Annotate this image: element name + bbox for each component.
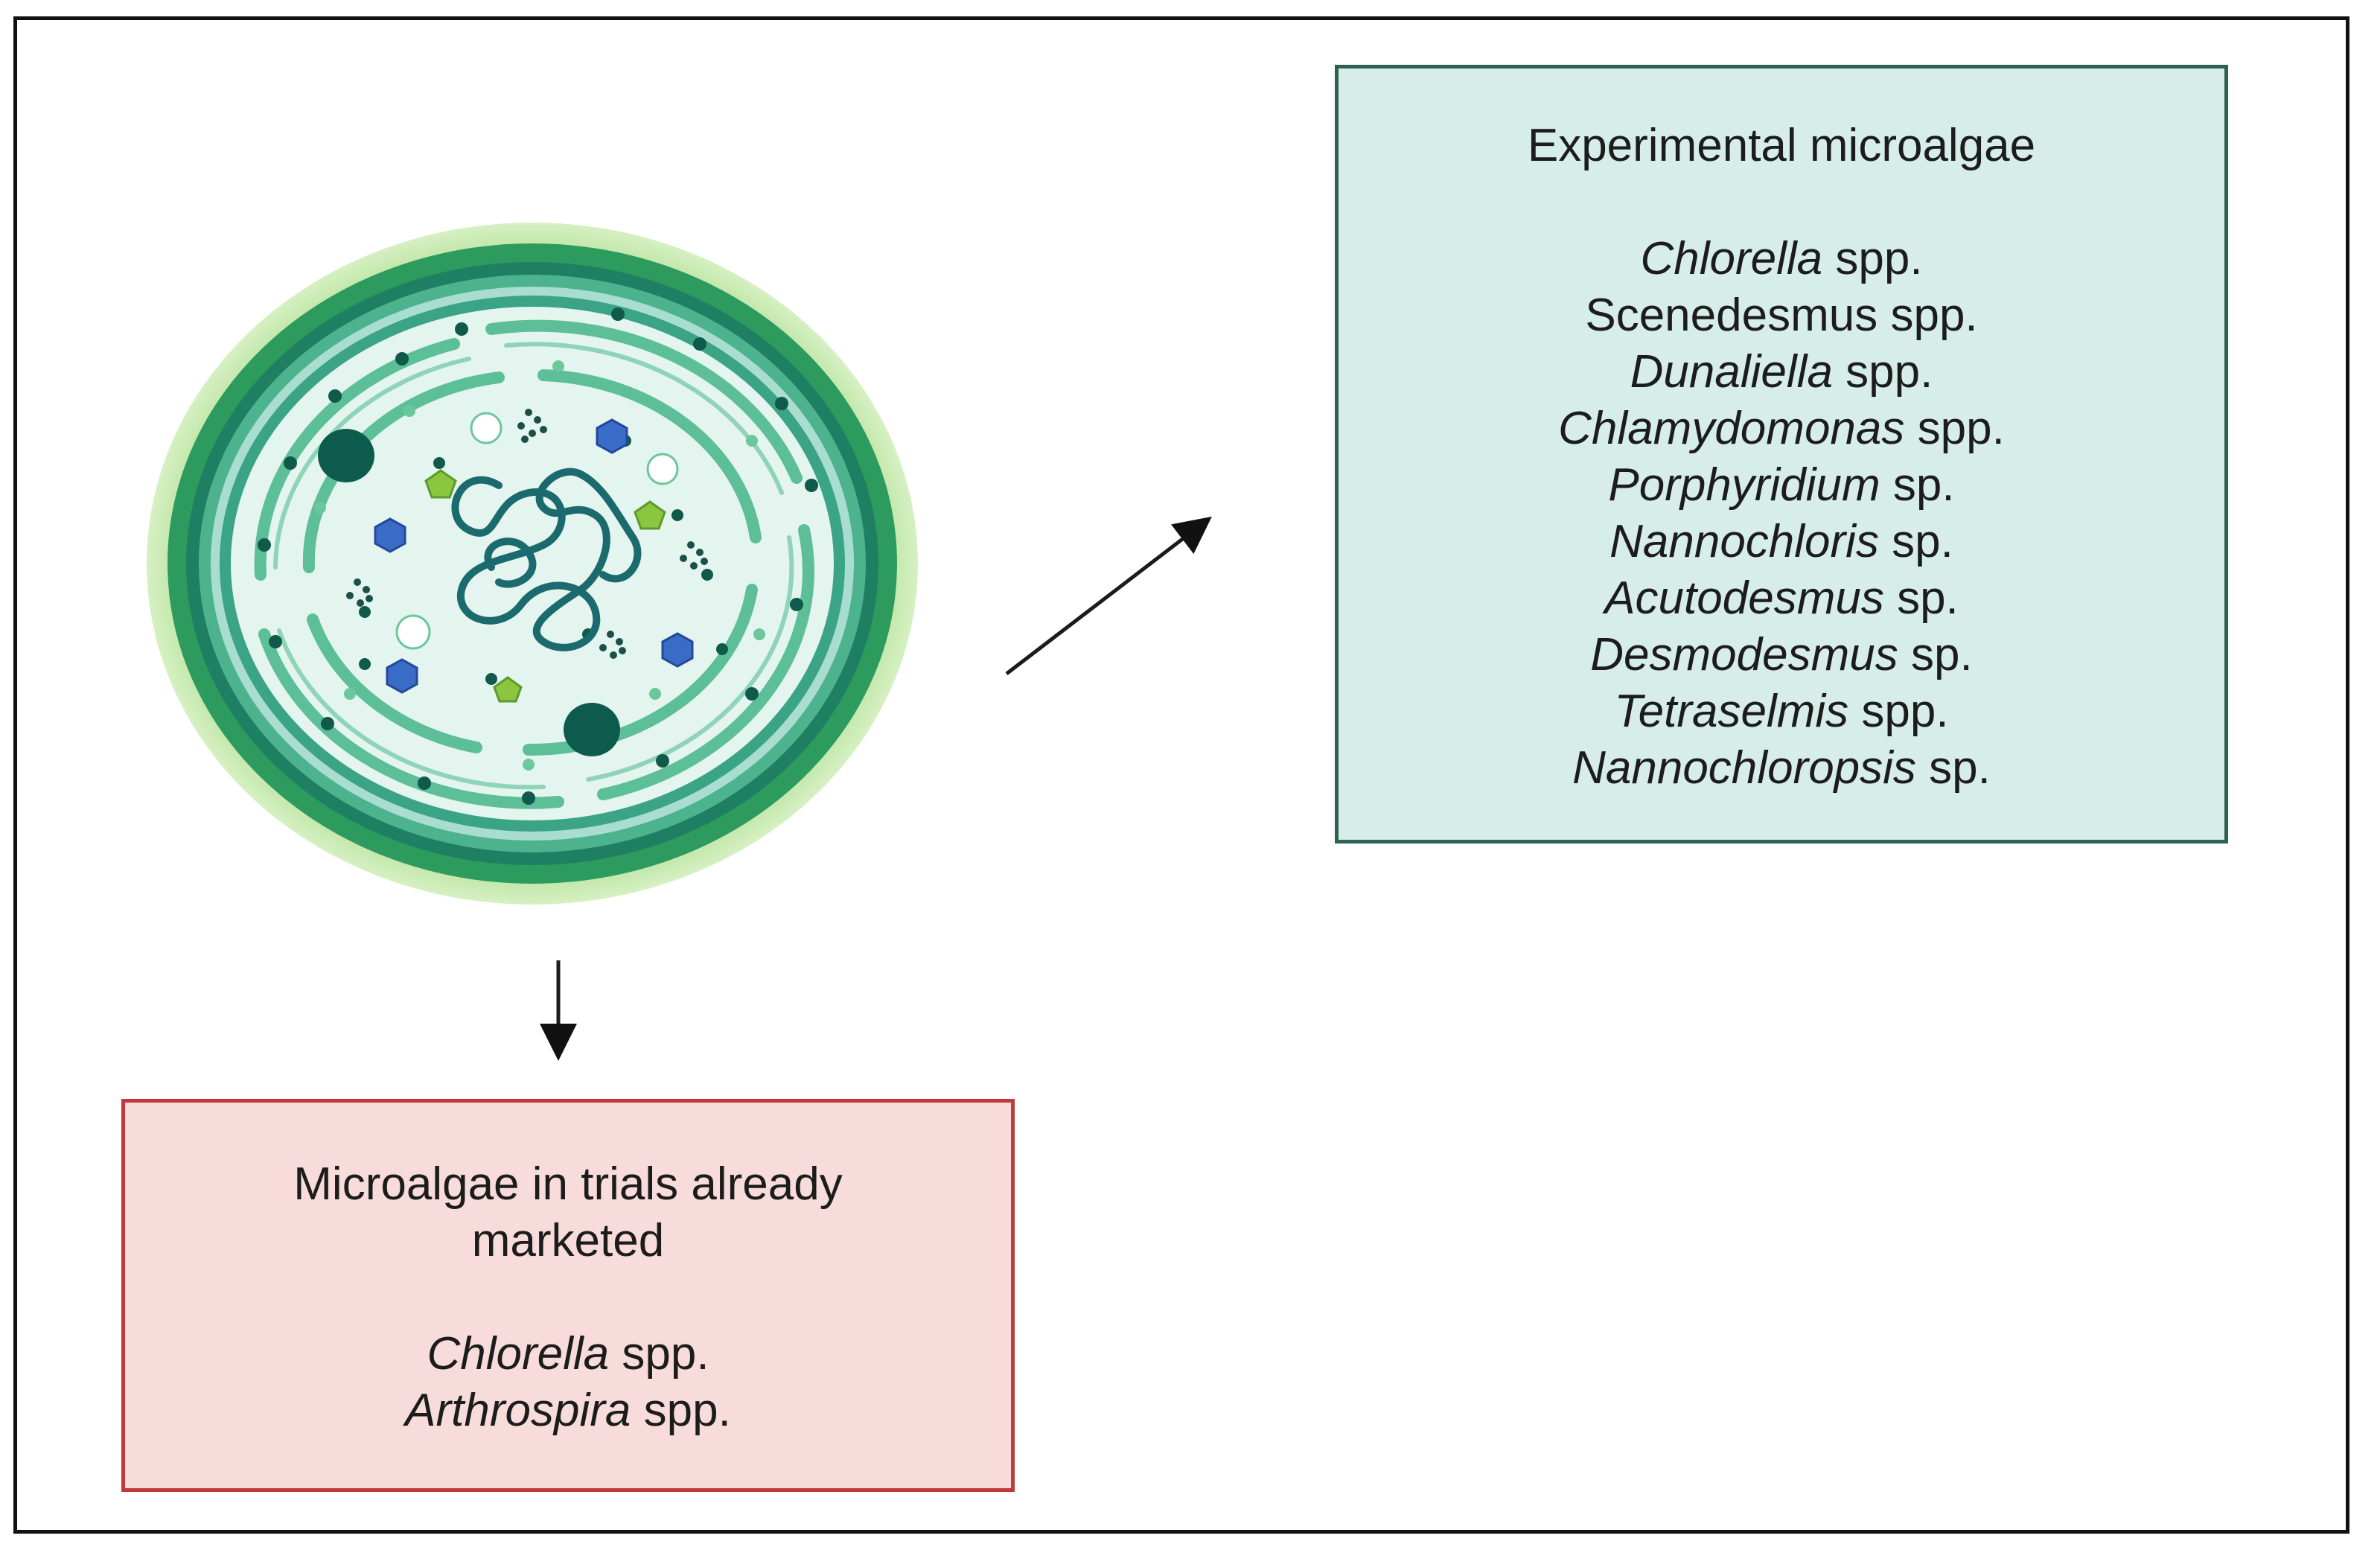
species-genus: Chlorella	[1640, 233, 1823, 284]
species-item: Nannochloropsis sp.	[1339, 740, 2224, 797]
species-item: Chlorella spp.	[125, 1326, 1011, 1382]
experimental-species-list: Chlorella spp.Scenedesmus spp.Dunaliella…	[1339, 231, 2224, 797]
species-genus: Arthrospira	[405, 1385, 631, 1436]
species-item: Tetraselmis spp.	[1339, 683, 2224, 740]
species-genus: Porphyridium	[1608, 459, 1880, 511]
species-suffix: spp.	[1822, 233, 1923, 284]
species-suffix: sp.	[1915, 742, 1991, 794]
species-item: Acutodesmus sp.	[1339, 570, 2224, 627]
species-item: Arthrospira spp.	[125, 1382, 1011, 1439]
microalgae-cell-icon	[147, 223, 918, 905]
species-suffix: spp.	[1877, 290, 1978, 341]
species-item: Nannochloris sp.	[1339, 514, 2224, 570]
species-genus: Tetraselmis	[1614, 686, 1849, 737]
species-genus: Desmodesmus	[1590, 629, 1898, 680]
species-genus: Nannochloropsis	[1572, 742, 1916, 794]
experimental-microalgae-box: Experimental microalgae Chlorella spp.Sc…	[1335, 65, 2228, 843]
species-item: Dunaliella spp.	[1339, 344, 2224, 401]
species-suffix: sp.	[1878, 516, 1953, 567]
species-suffix: spp.	[1832, 346, 1933, 398]
species-genus: Acutodesmus	[1604, 573, 1884, 624]
species-suffix: sp.	[1898, 629, 1973, 680]
experimental-title: Experimental microalgae	[1527, 120, 2036, 171]
species-suffix: spp.	[609, 1328, 709, 1380]
species-genus: Nannochloris	[1609, 516, 1879, 567]
species-genus: Chlorella	[427, 1328, 610, 1380]
species-item: Chlorella spp.	[1339, 231, 2224, 287]
species-suffix: spp.	[631, 1385, 731, 1436]
species-suffix: spp.	[1904, 403, 2005, 454]
species-genus: Chlamydomonas	[1558, 403, 1905, 454]
species-genus: Scenedesmus	[1585, 290, 1878, 341]
species-item: Scenedesmus spp.	[1339, 287, 2224, 344]
marketed-species-list: Chlorella spp.Arthrospira spp.	[125, 1326, 1011, 1439]
species-suffix: spp.	[1848, 686, 1949, 737]
species-suffix: sp.	[1880, 459, 1955, 511]
species-item: Desmodesmus sp.	[1339, 627, 2224, 683]
species-genus: Dunaliella	[1630, 346, 1833, 398]
marketed-microalgae-box: Microalgae in trials already marketed Ch…	[121, 1099, 1015, 1492]
marketed-title-line2: marketed	[471, 1215, 665, 1266]
species-suffix: sp.	[1883, 573, 1959, 624]
species-item: Chlamydomonas spp.	[1339, 401, 2224, 457]
species-item: Porphyridium sp.	[1339, 457, 2224, 514]
marketed-title-line1: Microalgae in trials already	[293, 1158, 843, 1210]
